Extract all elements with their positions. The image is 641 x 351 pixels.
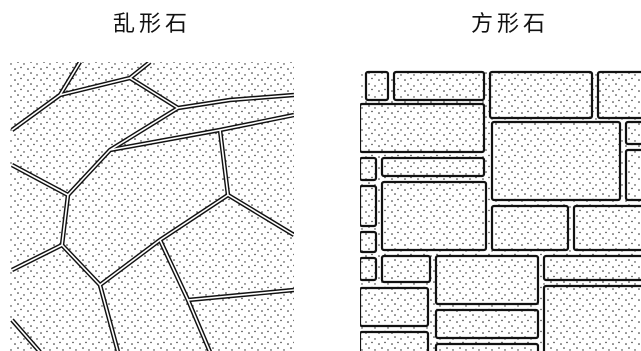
title-irregular-stone: 乱形石 xyxy=(112,12,191,37)
rectangular-stone-pattern xyxy=(360,70,641,351)
irregular-stone-pattern xyxy=(10,62,294,351)
title-rectangular-stone: 方形石 xyxy=(470,12,549,37)
